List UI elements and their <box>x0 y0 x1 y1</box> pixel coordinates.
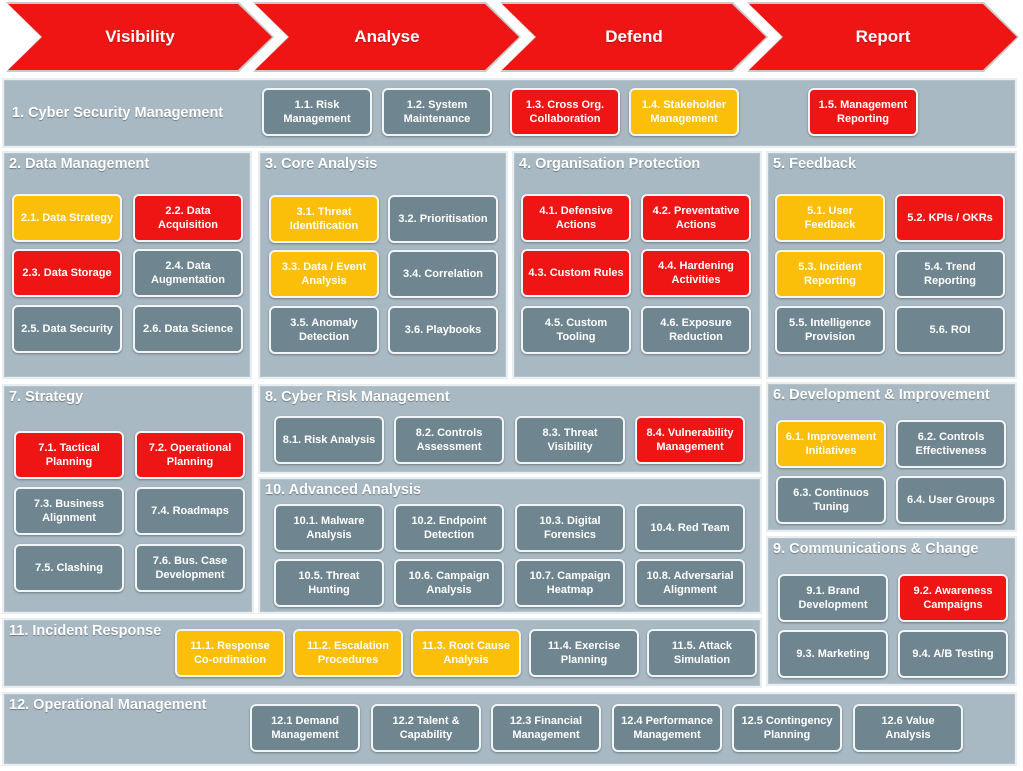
capability-box: 5.6. ROI <box>895 306 1005 354</box>
section-title: 1. Cyber Security Management <box>12 105 224 121</box>
capability-box: 1.3. Cross Org. Collaboration <box>510 88 620 136</box>
capability-box: 7.2. Operational Planning <box>135 431 245 479</box>
capability-box: 3.6. Playbooks <box>388 306 498 354</box>
capability-box: 10.5. Threat Hunting <box>274 559 384 607</box>
capability-box: 11.1. Response Co-ordination <box>175 629 285 677</box>
capability-box: 2.5. Data Security <box>12 305 122 353</box>
capability-box: 5.1. User Feedback <box>775 194 885 242</box>
section-title: 3. Core Analysis <box>265 156 378 172</box>
capability-box: 3.4. Correlation <box>388 250 498 298</box>
capability-box: 3.2. Prioritisation <box>388 195 498 243</box>
capability-box: 8.2. Controls Assessment <box>394 416 504 464</box>
capability-box: 8.3. Threat Visibility <box>515 416 625 464</box>
capability-box: 9.2. Awareness Campaigns <box>898 574 1008 622</box>
capability-box: 7.4. Roadmaps <box>135 487 245 535</box>
section-title: 12. Operational Management <box>9 697 207 713</box>
section-title: 7. Strategy <box>9 389 84 405</box>
section-title: 11. Incident Response <box>9 623 162 639</box>
capability-box: 7.5. Clashing <box>14 544 124 592</box>
capability-box: 12.3 Financial Management <box>491 704 601 752</box>
section-title: 9. Communications & Change <box>773 541 979 557</box>
capability-box: 10.8. Adversarial Alignment <box>635 559 745 607</box>
capability-box: 4.5. Custom Tooling <box>521 306 631 354</box>
capability-box: 12.4 Performance Management <box>612 704 722 752</box>
stage-label: Analyse <box>255 4 519 70</box>
capability-box: 10.4. Red Team <box>635 504 745 552</box>
capability-box: 9.3. Marketing <box>778 630 888 678</box>
capability-box: 11.3. Root Cause Analysis <box>411 629 521 677</box>
capability-box: 2.3. Data Storage <box>12 249 122 297</box>
stage-label: Visibility <box>8 4 272 70</box>
capability-box: 2.4. Data Augmentation <box>133 249 243 297</box>
capability-box: 7.6. Bus. Case Development <box>135 544 245 592</box>
capability-box: 1.5. Management Reporting <box>808 88 918 136</box>
capability-box: 5.2. KPIs / OKRs <box>895 194 1005 242</box>
capability-box: 11.2. Escalation Procedures <box>293 629 403 677</box>
capability-box: 3.1. Threat Identification <box>269 195 379 243</box>
capability-box: 6.1. Improvement Initiatives <box>776 420 886 468</box>
capability-box: 7.3. Business Alignment <box>14 487 124 535</box>
capability-box: 6.4. User Groups <box>896 476 1006 524</box>
capability-box: 9.1. Brand Development <box>778 574 888 622</box>
capability-box: 1.4. Stakeholder Management <box>629 88 739 136</box>
capability-box: 12.2 Talent & Capability <box>371 704 481 752</box>
capability-box: 4.3. Custom Rules <box>521 249 631 297</box>
capability-box: 10.3. Digital Forensics <box>515 504 625 552</box>
capability-box: 8.4. Vulnerability Management <box>635 416 745 464</box>
capability-box: 11.5. Attack Simulation <box>647 629 757 677</box>
section-title: 2. Data Management <box>9 156 150 172</box>
capability-box: 5.4. Trend Reporting <box>895 250 1005 298</box>
capability-box: 12.6 Value Analysis <box>853 704 963 752</box>
capability-box: 12.1 Demand Management <box>250 704 360 752</box>
capability-box: 10.7. Campaign Heatmap <box>515 559 625 607</box>
capability-box: 4.4. Hardening Activities <box>641 249 751 297</box>
capability-box: 5.5. Intelligence Provision <box>775 306 885 354</box>
section-title: 5. Feedback <box>773 156 857 172</box>
section-title: 8. Cyber Risk Management <box>265 389 450 405</box>
capability-box: 3.5. Anomaly Detection <box>269 306 379 354</box>
capability-box: 10.2. Endpoint Detection <box>394 504 504 552</box>
capability-box: 9.4. A/B Testing <box>898 630 1008 678</box>
capability-box: 6.2. Controls Effectiveness <box>896 420 1006 468</box>
capability-box: 5.3. Incident Reporting <box>775 250 885 298</box>
stage-label: Report <box>749 4 1017 70</box>
section-title: 4. Organisation Protection <box>519 156 701 172</box>
capability-box: 11.4. Exercise Planning <box>529 629 639 677</box>
capability-box: 7.1. Tactical Planning <box>14 431 124 479</box>
section-title: 10. Advanced Analysis <box>265 482 422 498</box>
capability-box: 10.6. Campaign Analysis <box>394 559 504 607</box>
capability-box: 3.3. Data / Event Analysis <box>269 250 379 298</box>
section-title: 6. Development & Improvement <box>773 387 990 403</box>
capability-box: 2.2. Data Acquisition <box>133 194 243 242</box>
capability-box: 1.1. Risk Management <box>262 88 372 136</box>
capability-box: 12.5 Contingency Planning <box>732 704 842 752</box>
capability-box: 6.3. Continuos Tuning <box>776 476 886 524</box>
capability-box: 4.1. Defensive Actions <box>521 194 631 242</box>
stage-label: Defend <box>502 4 766 70</box>
capability-box: 4.2. Preventative Actions <box>641 194 751 242</box>
capability-box: 8.1. Risk Analysis <box>274 416 384 464</box>
capability-box: 2.6. Data Science <box>133 305 243 353</box>
capability-box: 4.6. Exposure Reduction <box>641 306 751 354</box>
capability-box: 1.2. System Maintenance <box>382 88 492 136</box>
capability-box: 2.1. Data Strategy <box>12 194 122 242</box>
capability-box: 10.1. Malware Analysis <box>274 504 384 552</box>
